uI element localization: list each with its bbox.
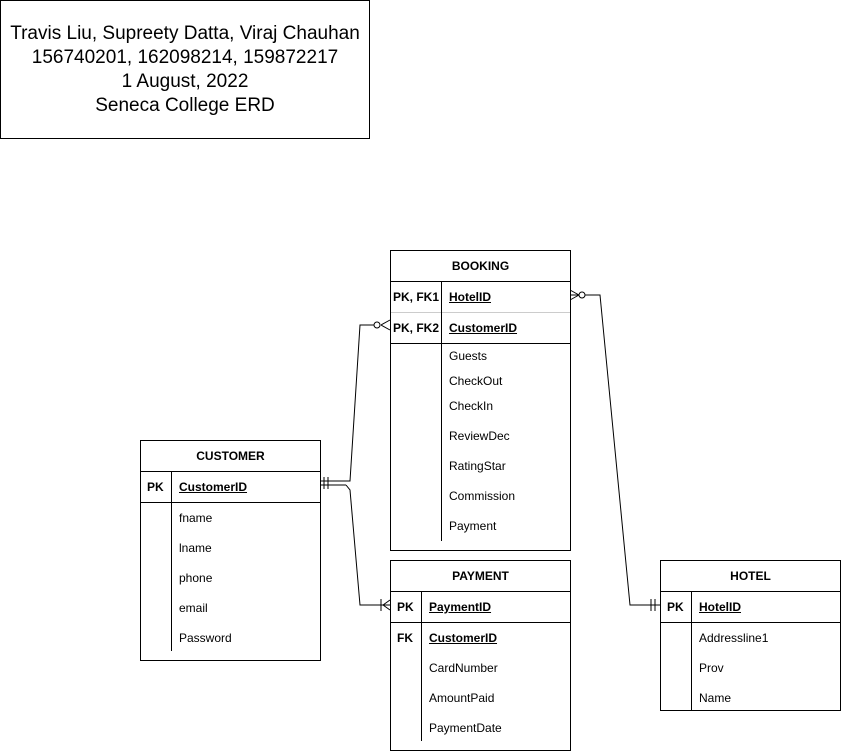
entity-title: CUSTOMER xyxy=(141,441,320,472)
entity-hotel[interactable]: HOTEL PK HotelID Addressline1 Prov Name xyxy=(660,560,841,711)
key-label: PK, FK2 xyxy=(393,321,440,335)
attribute: Prov xyxy=(699,661,724,675)
attribute: email xyxy=(179,601,208,615)
key-row: PK, FK1 HotelID xyxy=(391,282,570,313)
mark-booking-crow-c xyxy=(569,289,580,296)
link-booking-hotel xyxy=(570,294,660,606)
title-note: Travis Liu, Supreety Datta, Viraj Chauha… xyxy=(0,0,370,139)
attribute: Payment xyxy=(449,519,497,533)
attribute-row: fname xyxy=(141,503,320,533)
note-title: Seneca College ERD xyxy=(95,94,275,116)
attribute-row: lname xyxy=(141,533,320,563)
mark-booking-crow-d xyxy=(569,294,580,301)
attribute: Commission xyxy=(449,489,516,503)
attribute-row: Password xyxy=(141,623,320,653)
entity-payment[interactable]: PAYMENT PK PaymentID FK CustomerID CardN… xyxy=(390,560,571,751)
attribute: AmountPaid xyxy=(429,691,495,705)
key-label: PK xyxy=(147,480,164,494)
attribute-row: PaymentDate xyxy=(391,713,570,743)
note-authors: Travis Liu, Supreety Datta, Viraj Chauha… xyxy=(10,22,360,44)
attribute-row: phone xyxy=(141,563,320,593)
link-customer-booking xyxy=(320,324,380,482)
attribute-row: Prov xyxy=(661,653,840,683)
attribute: Password xyxy=(179,631,232,645)
attribute: CardNumber xyxy=(429,661,498,675)
mark-payment-crow-b xyxy=(382,604,391,611)
attribute: fname xyxy=(179,511,213,525)
note-student-ids: 156740201, 162098214, 159872217 xyxy=(31,46,339,68)
link-customer-payment xyxy=(345,484,390,606)
key-row: PK CustomerID xyxy=(141,472,320,503)
attribute-row: Name xyxy=(661,683,840,713)
attribute: lname xyxy=(179,541,212,555)
attribute: PaymentDate xyxy=(429,721,502,735)
attribute: Name xyxy=(699,691,732,705)
entity-booking[interactable]: BOOKING PK, FK1 HotelID PK, FK2 Customer… xyxy=(390,250,571,551)
entity-title: BOOKING xyxy=(391,251,570,282)
attribute-divider xyxy=(441,341,442,541)
attribute: ReviewDec xyxy=(449,429,510,443)
key-attribute: HotelID xyxy=(699,600,741,614)
entity-title: PAYMENT xyxy=(391,561,570,592)
key-attribute: CustomerID xyxy=(449,321,518,335)
column-divider xyxy=(421,591,422,741)
attribute: CheckIn xyxy=(449,399,494,413)
mark-booking-crow-b xyxy=(380,324,391,331)
key-attribute: PaymentID xyxy=(429,600,492,614)
key-attribute: HotelID xyxy=(449,290,491,304)
attribute-row: Addressline1 xyxy=(661,623,840,653)
attribute: RatingStar xyxy=(449,459,506,473)
attribute: Addressline1 xyxy=(699,631,769,645)
key-row: PK, FK2 CustomerID xyxy=(391,313,570,344)
attribute-row: email xyxy=(141,593,320,623)
key-label: PK xyxy=(397,600,414,614)
key-label: PK, FK1 xyxy=(393,290,440,304)
key-row: PK PaymentID xyxy=(391,592,570,623)
mark-booking-zero-left xyxy=(373,321,381,329)
mark-payment-crow-a xyxy=(382,599,391,606)
column-divider xyxy=(171,471,172,651)
entity-title: HOTEL xyxy=(661,561,840,592)
key-label: PK xyxy=(667,600,684,614)
attribute-row: CardNumber xyxy=(391,653,570,683)
attribute: Guests xyxy=(449,349,488,363)
attribute-row: AmountPaid xyxy=(391,683,570,713)
mark-booking-crow-a xyxy=(380,319,391,326)
attribute: CheckOut xyxy=(449,374,503,388)
key-label: FK xyxy=(397,631,413,645)
key-row: FK CustomerID xyxy=(391,623,570,653)
mark-booking-zero-right xyxy=(578,291,586,299)
note-date: 1 August, 2022 xyxy=(121,70,249,92)
key-attribute: CustomerID xyxy=(179,480,248,494)
key-divider xyxy=(441,281,442,341)
entity-customer[interactable]: CUSTOMER PK CustomerID fname lname phone… xyxy=(140,440,321,661)
attribute: phone xyxy=(179,571,213,585)
column-divider xyxy=(691,591,692,711)
key-attribute: CustomerID xyxy=(429,631,498,645)
key-row: PK HotelID xyxy=(661,592,840,623)
